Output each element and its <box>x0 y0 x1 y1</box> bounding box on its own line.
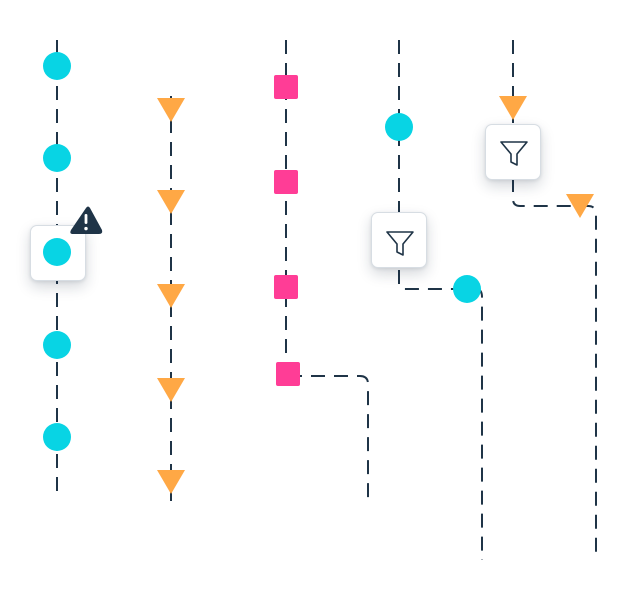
stream-line-3-branch <box>288 375 369 502</box>
stream-2-triangle-marker <box>157 284 185 308</box>
filter-card-1[interactable] <box>371 212 427 268</box>
stream-3-square-marker <box>274 75 298 99</box>
stream-1-circle-marker <box>43 423 71 451</box>
stream-1-circle-marker <box>43 238 71 266</box>
stream-1-circle-marker <box>43 52 71 80</box>
stream-5-triangle-marker <box>499 96 527 120</box>
stream-3-square-marker <box>274 275 298 299</box>
stream-line-5 <box>512 40 597 560</box>
warning-triangle-icon <box>70 206 103 234</box>
stream-1-circle-marker <box>43 331 71 359</box>
stream-3-square-marker <box>276 362 300 386</box>
stream-2-triangle-marker <box>157 190 185 214</box>
stream-2-triangle-marker <box>157 378 185 402</box>
stream-2-triangle-marker <box>157 470 185 494</box>
stream-3-square-marker <box>274 170 298 194</box>
stream-5-triangle-marker <box>566 194 594 218</box>
stream-4-circle-marker <box>453 275 481 303</box>
stream-1-circle-marker <box>43 144 71 172</box>
filter-funnel-icon <box>500 141 528 166</box>
stream-line-4 <box>398 40 483 560</box>
filter-card-2[interactable] <box>485 124 541 180</box>
stream-4-circle-marker <box>385 113 413 141</box>
filter-funnel-icon <box>386 231 414 256</box>
stream-2-triangle-marker <box>157 98 185 122</box>
